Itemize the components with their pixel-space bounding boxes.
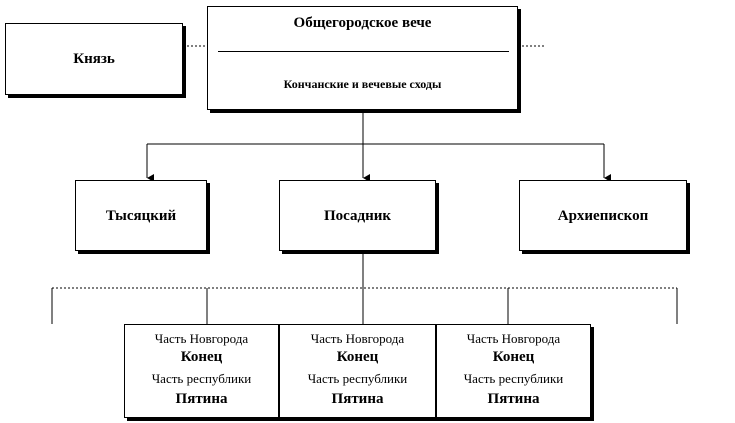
unit-line4: Пятина [175,391,228,407]
prince-label: Князь [73,51,115,67]
unit-box: Часть Новгорода Конец Часть республики П… [436,324,591,418]
official-box-tysyatsky: Тысяцкий [75,180,207,251]
unit-line4: Пятина [331,391,384,407]
unit-line2: Конец [336,349,379,365]
unit-line2: Конец [180,349,223,365]
unit-line1: Часть Новгорода [154,331,249,346]
official-label: Тысяцкий [105,208,177,224]
veche-divider [218,51,509,52]
official-label: Архиепископ [557,208,649,224]
veche-title: Общегородское вече [293,15,432,31]
unit-line3: Часть республики [307,371,408,386]
veche-subtitle: Кончанские и вечевые сходы [283,77,442,91]
prince-box: Князь [5,23,183,95]
unit-line1: Часть Новгорода [466,331,561,346]
unit-line3: Часть республики [151,371,252,386]
unit-line3: Часть республики [463,371,564,386]
unit-box: Часть Новгорода Конец Часть республики П… [279,324,436,418]
unit-line2: Конец [492,349,535,365]
official-label: Посадник [323,208,392,224]
unit-line1: Часть Новгорода [310,331,405,346]
unit-box: Часть Новгорода Конец Часть республики П… [124,324,279,418]
official-box-archbishop: Архиепископ [519,180,687,251]
unit-line4: Пятина [487,391,540,407]
official-box-posadnik: Посадник [279,180,436,251]
veche-box: Общегородское вече Кончанские и вечевые … [207,6,518,110]
